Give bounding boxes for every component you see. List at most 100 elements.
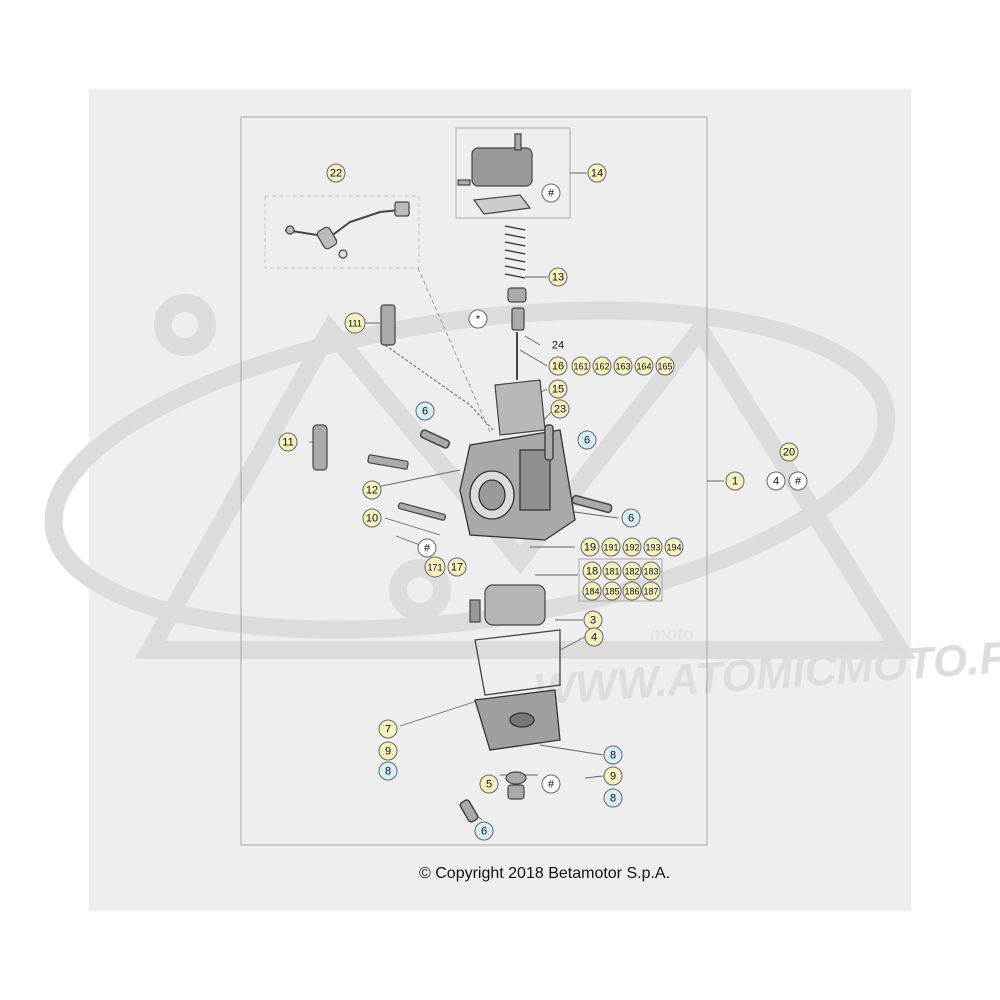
callout-circle (621, 508, 641, 528)
callout-circle (571, 356, 591, 376)
callout-circle (643, 537, 663, 557)
callout-cHash20: # (788, 471, 808, 491)
callout-c191: 191 (601, 537, 621, 557)
callout-text: 184 (584, 587, 599, 597)
callout-text: 3 (590, 615, 596, 627)
callout-c193: 193 (643, 537, 663, 557)
callout-c19: 19 (580, 537, 600, 557)
callout-circle (582, 581, 602, 601)
callout-text: 187 (643, 587, 658, 597)
callout-circle (378, 741, 398, 761)
callout-text: 6 (481, 826, 487, 838)
callout-circle (468, 309, 488, 329)
callout-cHash5: # (541, 774, 561, 794)
cable-route (384, 344, 494, 431)
callout-circle (603, 788, 623, 808)
watermark-brand-small: moto (650, 624, 694, 644)
callout-c162: 162 (592, 356, 612, 376)
callout-text: 9 (385, 746, 391, 758)
callout-c15: 15 (548, 379, 568, 399)
callout-c192: 192 (622, 537, 642, 557)
callout-text: 5 (486, 779, 492, 791)
callout-text: 14 (591, 168, 603, 180)
callout-circle (725, 471, 745, 491)
callout-c17: 17 (447, 557, 467, 577)
callout-circle (479, 774, 499, 794)
callout-circle (655, 356, 675, 376)
callout-c165: 165 (655, 356, 675, 376)
callout-c23: 23 (550, 399, 570, 419)
callout-circle (577, 430, 597, 450)
callout-text: 192 (624, 543, 639, 553)
callout-cStar: * (468, 309, 488, 329)
drain-plug (505, 771, 527, 800)
throttle-spring (504, 225, 526, 279)
callout-circle (415, 401, 435, 421)
throttle-slide (494, 379, 546, 436)
callout-circle (779, 442, 799, 462)
callout-circle (603, 745, 623, 765)
callout-circle (788, 471, 808, 491)
callout-c187: 187 (641, 581, 661, 601)
hot-start-plunger (380, 304, 396, 346)
callout-circle (541, 774, 561, 794)
callout-c4box: 4 (766, 471, 786, 491)
callout-circle (548, 267, 568, 287)
callout-text: 191 (603, 543, 618, 553)
callout-cHash10: # (417, 538, 437, 558)
callout-text: # (795, 476, 802, 488)
callout-c161: 161 (571, 356, 591, 376)
callout-c186: 186 (622, 581, 642, 601)
needle-clip-set (507, 287, 527, 380)
callout-text: 6 (584, 435, 590, 447)
callout-circle (541, 183, 561, 203)
overflow-tubes (419, 424, 613, 823)
callout-text: 8 (385, 766, 391, 778)
callout-text: 164 (636, 362, 651, 372)
callout-text: 4 (773, 476, 779, 488)
callout-c111: 111 (344, 312, 366, 334)
callout-circle (580, 537, 600, 557)
callout-text: 8 (610, 793, 616, 805)
float-assembly (469, 584, 546, 626)
choke-plunger (312, 424, 328, 471)
callout-circle (603, 766, 623, 786)
dashed-connector (417, 267, 491, 433)
callout-c163: 163 (613, 356, 633, 376)
callout-text: 186 (624, 587, 639, 597)
callout-text: 6 (422, 406, 428, 418)
callout-circle (601, 537, 621, 557)
callout-text: 183 (643, 567, 658, 577)
callout-text: # (548, 779, 555, 791)
callout-c8c: 8 (603, 788, 623, 808)
callout-text: 10 (366, 513, 378, 525)
callout-c14: 14 (587, 163, 607, 183)
callout-text: 24 (552, 340, 564, 352)
callout-c10: 10 (362, 508, 382, 528)
throttle-sensor (284, 201, 410, 259)
copyright-notice: © Copyright 2018 Betamotor S.p.A. (419, 865, 671, 882)
top-cap (457, 133, 533, 215)
callout-circle (622, 581, 642, 601)
float-bowl-gasket (474, 629, 561, 696)
callout-c6a: 6 (415, 401, 435, 421)
idle-screw (367, 454, 409, 470)
callout-circle (602, 581, 622, 601)
callout-text: 12 (366, 485, 378, 497)
callout-text: 181 (604, 567, 619, 577)
callout-text: 22 (330, 168, 342, 180)
callout-circle (622, 537, 642, 557)
callout-circle (664, 537, 684, 557)
callout-text: 4 (591, 632, 597, 644)
callout-circle (641, 561, 661, 581)
callout-c6c: 6 (621, 508, 641, 528)
callout-c20: 20 (779, 442, 799, 462)
callout-c18: 18 (582, 561, 602, 581)
callout-cHash1: # (541, 183, 561, 203)
callout-text: 8 (610, 750, 616, 762)
callout-c181: 181 (602, 561, 622, 581)
callout-text: 20 (783, 447, 795, 459)
callout-text: 185 (604, 587, 619, 597)
